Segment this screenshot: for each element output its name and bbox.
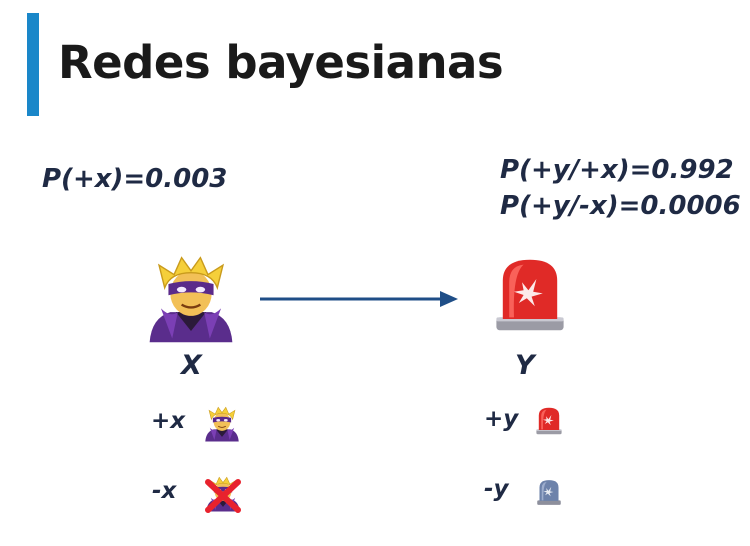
red-siren-icon: [534, 404, 564, 438]
state-minus-x-label: -x: [152, 478, 177, 504]
grey-siren-icon: [535, 476, 563, 509]
conditional-probability-y-given-not-x: P(+y/-x)=0.0006: [500, 191, 741, 221]
conditional-probability-y-given-x: P(+y/+x)=0.992: [500, 155, 734, 185]
node-y-label: Y: [515, 350, 535, 381]
title-accent-bar: [27, 13, 39, 116]
crossed-supervillain-icon: [205, 474, 241, 513]
dependency-arrow: [260, 291, 458, 307]
red-siren-icon: [490, 250, 570, 340]
supervillain-icon: [203, 405, 241, 443]
slide-title: Redes bayesianas: [58, 36, 504, 89]
node-x-label: X: [181, 350, 202, 381]
state-plus-x-label: +x: [151, 408, 186, 434]
state-minus-y-label: -y: [484, 476, 509, 502]
supervillain-icon: [139, 252, 243, 346]
state-plus-y-label: +y: [484, 406, 519, 432]
prior-probability-x: P(+x)=0.003: [42, 164, 228, 194]
